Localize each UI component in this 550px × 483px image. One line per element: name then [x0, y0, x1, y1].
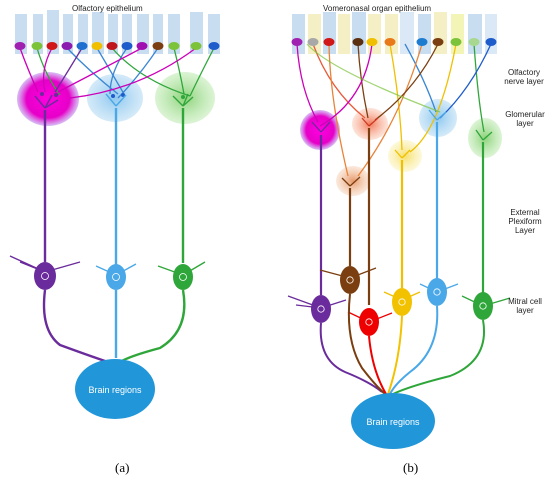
- panel-a-label: (a): [115, 460, 130, 475]
- glomerulus-green: [155, 72, 215, 124]
- layer-olfactory-nerve: Olfactory nerve layer: [498, 68, 550, 86]
- brain-regions-a: [75, 359, 155, 419]
- receptor-cell: [190, 42, 202, 50]
- mitral-cell-yellow: [392, 288, 412, 316]
- layer-glomerular: Glomerular layer: [500, 110, 550, 128]
- mitral-axons-b: [319, 293, 485, 395]
- receptor-cell: [291, 38, 303, 46]
- layer-external-plexiform-line-3: Layer: [514, 226, 535, 235]
- receptor-cell: [14, 42, 26, 50]
- mitral-cell-sky: [427, 278, 447, 306]
- receptor-cell: [76, 42, 88, 50]
- glomerulus-yellow: [388, 140, 422, 172]
- mitral-cell-green: [173, 264, 193, 290]
- glomerulus-sky: [419, 99, 457, 137]
- receptor-cell: [136, 42, 148, 50]
- receptor-cell: [432, 38, 444, 46]
- mitral-cell-green: [473, 292, 493, 320]
- layer-external-plexiform-line-2: Plexiform: [508, 217, 542, 226]
- olfactory-epithelium-cells: [15, 10, 220, 54]
- brain-regions-a-label: Brain regions: [88, 385, 142, 395]
- glomerular-synapses-a: [40, 92, 185, 99]
- layer-olfactory-nerve-line-2: nerve layer: [504, 77, 544, 86]
- vomeronasal-epithelium-cells: [292, 12, 497, 54]
- glomerulus-orange: [336, 166, 370, 196]
- layer-external-plexiform: External Plexiform Layer: [500, 208, 550, 235]
- panel-b-label: (b): [403, 460, 419, 475]
- layer-external-plexiform-line-1: External: [510, 208, 540, 217]
- receptor-cell: [106, 42, 118, 50]
- receptor-cell: [307, 38, 319, 46]
- layer-mitral-line-1: Mitral cell: [508, 297, 542, 306]
- receptor-cell: [46, 42, 58, 50]
- glomerulus-magenta: [17, 72, 79, 126]
- receptor-cell: [384, 38, 396, 46]
- brain-regions-b: [351, 393, 435, 449]
- layer-glomerular-line-1: Glomerular: [505, 110, 545, 119]
- receptor-cell: [152, 42, 164, 50]
- mitral-dendrites-b: [311, 109, 493, 305]
- layer-mitral-line-2: layer: [516, 306, 534, 315]
- mitral-cell-brown: [340, 266, 360, 294]
- receptor-cells-b: [291, 38, 497, 46]
- receptor-cell: [31, 42, 43, 50]
- receptor-cell: [352, 38, 364, 46]
- panel-a-title: Olfactory epithelium: [72, 4, 143, 13]
- receptor-cell: [61, 42, 73, 50]
- receptor-cell: [450, 38, 462, 46]
- receptor-cell: [416, 38, 428, 46]
- mitral-cells-a: [34, 262, 193, 290]
- receptor-cell: [468, 38, 480, 46]
- mitral-cells-b: [311, 266, 493, 336]
- mitral-cell-purple: [34, 262, 56, 290]
- receptor-cell: [366, 38, 378, 46]
- receptor-cell: [168, 42, 180, 50]
- mitral-cell-purple: [311, 295, 331, 323]
- receptor-cell: [91, 42, 103, 50]
- receptor-cell: [208, 42, 220, 50]
- receptor-axons-a: [19, 47, 215, 99]
- layer-mitral: Mitral cell layer: [500, 297, 550, 315]
- glomerulus-red: [352, 108, 388, 140]
- mitral-cell-sky: [106, 264, 126, 290]
- brain-regions-b-label: Brain regions: [366, 417, 420, 427]
- layer-olfactory-nerve-line-1: Olfactory: [507, 68, 540, 77]
- mitral-cell-red: [359, 308, 379, 336]
- panel-b-title: Vomeronasal organ epithelium: [323, 4, 432, 13]
- panel-a: [9, 10, 220, 419]
- layer-glomerular-line-2: layer: [516, 119, 534, 128]
- receptor-cell: [323, 38, 335, 46]
- mitral-dendrites-a: [34, 93, 194, 265]
- mitral-axons-a: [42, 289, 186, 364]
- receptor-cell: [121, 42, 133, 50]
- receptor-axons-b: [296, 43, 492, 177]
- receptor-cell: [485, 38, 497, 46]
- receptor-cells-a: [14, 42, 220, 50]
- panel-b: [287, 12, 511, 449]
